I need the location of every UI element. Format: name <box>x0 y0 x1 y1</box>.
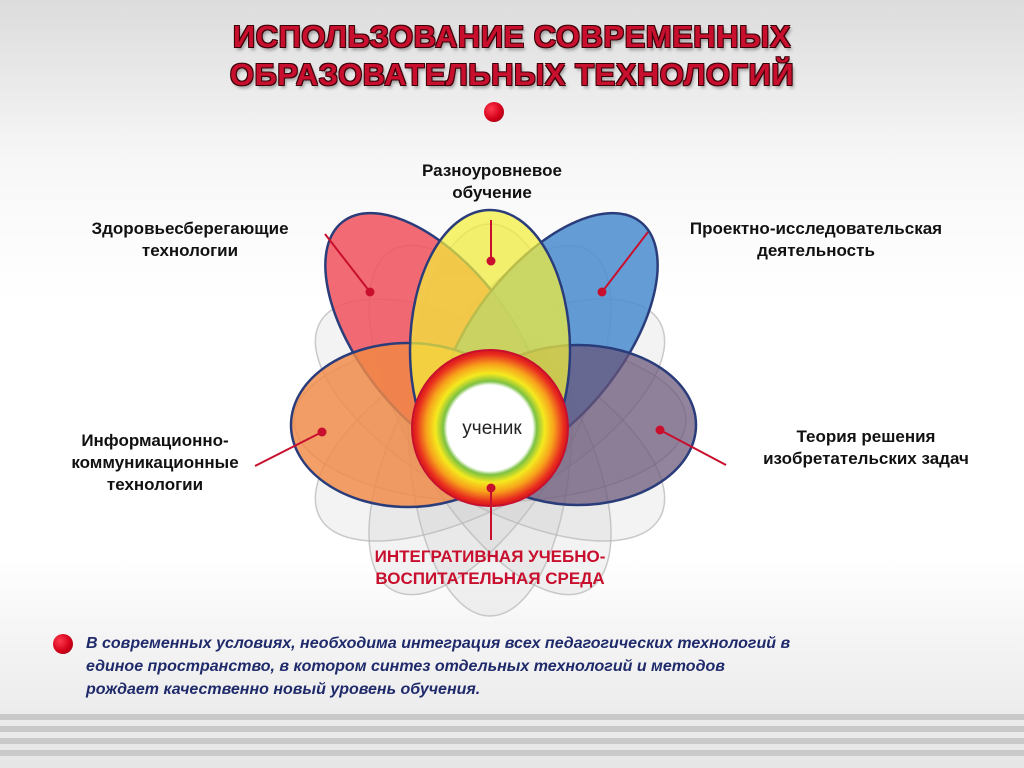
slide-title: ИСПОЛЬЗОВАНИЕ СОВРЕМЕННЫХ ОБРАЗОВАТЕЛЬНЫ… <box>0 18 1024 94</box>
connector-ict <box>254 431 323 467</box>
label-project-line-2: деятельность <box>757 241 875 260</box>
dot-integrative <box>486 483 496 493</box>
title-bullet-icon <box>484 102 504 122</box>
connectors <box>254 220 727 540</box>
note-bullet-icon <box>53 634 73 654</box>
label-ict: Информационно- коммуникационные технолог… <box>30 430 280 496</box>
title-line-2: ОБРАЗОВАТЕЛЬНЫХ ТЕХНОЛОГИЙ <box>229 57 795 92</box>
label-triz-line-2: изобретательских задач <box>763 449 969 468</box>
connector-dots <box>317 256 665 493</box>
title-line-1: ИСПОЛЬЗОВАНИЕ СОВРЕМЕННЫХ <box>232 19 792 54</box>
label-integrative-line-1: ИНТЕГРАТИВНАЯ УЧЕБНО- <box>374 547 606 566</box>
dot-ict <box>317 427 327 437</box>
label-ict-line-3: технологии <box>106 475 204 494</box>
label-triz: Теория решения изобретательских задач <box>718 426 1014 470</box>
footer-stripe <box>0 726 1024 732</box>
label-health-line-2: технологии <box>141 241 239 260</box>
connector-triz <box>659 429 727 466</box>
footer-stripe <box>0 738 1024 744</box>
label-multilevel-line-1: Разноуровневое <box>422 161 562 180</box>
label-multilevel-line-2: обучение <box>452 183 532 202</box>
footer-stripes <box>0 712 1024 768</box>
dot-multilevel <box>486 256 496 266</box>
label-project-research: Проектно-исследовательская деятельность <box>636 218 996 262</box>
footer-stripe <box>0 714 1024 720</box>
dot-triz <box>655 425 665 435</box>
dot-project <box>597 287 607 297</box>
dot-health <box>365 287 375 297</box>
label-integrative-line-2: ВОСПИТАТЕЛЬНАЯ СРЕДА <box>375 569 605 588</box>
label-health-line-1: Здоровьесберегающие <box>91 219 289 238</box>
note-line-3: рождает качественно новый уровень обучен… <box>86 681 481 698</box>
label-ict-line-2: коммуникационные <box>71 453 239 472</box>
label-ict-line-1: Информационно- <box>81 431 229 450</box>
label-multilevel-learning: Разноуровневое обучение <box>380 160 604 204</box>
label-triz-line-1: Теория решения <box>796 427 936 446</box>
note-line-1: В современных условиях, необходима интег… <box>86 635 791 652</box>
label-project-line-1: Проектно-исследовательская <box>689 219 943 238</box>
label-integrative-environment: ИНТЕГРАТИВНАЯ УЧЕБНО- ВОСПИТАТЕЛЬНАЯ СРЕ… <box>340 546 640 590</box>
conclusion-note: В современных условиях, необходима интег… <box>86 632 986 701</box>
footer-stripe <box>0 750 1024 756</box>
connector-project <box>601 231 649 293</box>
center-disc <box>448 386 532 470</box>
connector-health <box>324 233 371 293</box>
note-line-2: единое пространство, в котором синтез от… <box>86 658 725 675</box>
label-health-saving: Здоровьесберегающие технологии <box>50 218 330 262</box>
center-label: ученик <box>462 418 522 439</box>
